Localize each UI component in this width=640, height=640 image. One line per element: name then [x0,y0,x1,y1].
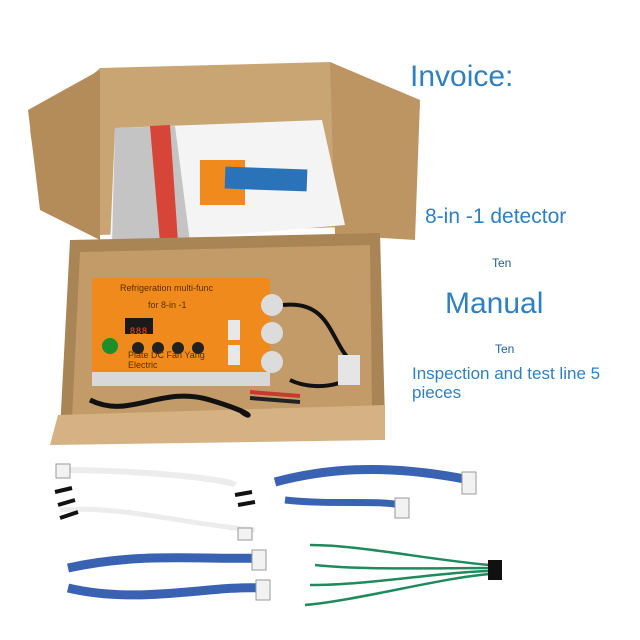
white-connector [55,463,71,479]
sensor-probe [338,355,360,385]
device-bottom-strip [92,372,270,386]
blue-ribbon-cable [66,583,263,600]
white-dupont-cable [59,506,256,533]
device-connector [228,345,240,365]
device-maker-line1: Plate DC Fan Yang [128,350,205,360]
ribbon-connector [394,497,410,519]
ribbon-connector [251,549,267,571]
detector-device [92,278,270,386]
green-test-leads [304,543,491,607]
box-body-front [50,405,385,445]
blue-ribbon-cable [273,464,471,487]
ribbon-connector [255,579,271,601]
manual-stripe-red [150,125,178,243]
box-lid-flap-right [330,62,420,240]
cable-gland [261,294,283,316]
cable-gland [261,351,283,373]
device-button [152,342,164,354]
ribbon-connector [461,471,477,495]
device-subtitle: for 8-in -1 [148,300,187,310]
device-connector [228,320,240,340]
manual-quantity: Ten [495,342,515,356]
device-maker-line2: Electric [128,360,158,370]
device-knob [102,338,118,354]
probe-lead-red [249,390,301,398]
device-title: Refrigeration multi-func [120,283,214,293]
detector-item: 8-in -1 detector [425,205,567,228]
white-connector [237,527,253,541]
dupont-header-connector [488,560,502,580]
blue-ribbon-cable-lower [284,496,401,509]
detector-quantity: Ten [492,256,512,270]
white-dupont-cable [59,467,238,488]
manual-item: Manual [445,287,544,320]
power-cable [88,393,251,418]
device-display [125,318,153,334]
cable-gland [261,322,283,344]
box-lid-flap-left [28,70,100,240]
inspection-line-item: Inspection and test line 5 pieces [412,364,601,402]
device-button [172,342,184,354]
probe-lead-black [249,396,301,404]
device-button [192,342,204,354]
invoice-heading: Invoice: [410,60,514,93]
manual-title-block [224,166,308,192]
dupont-pins [54,486,256,520]
device-button [132,342,144,354]
blue-ribbon-cable [67,553,259,573]
device-display-digits: 888 [130,326,149,336]
